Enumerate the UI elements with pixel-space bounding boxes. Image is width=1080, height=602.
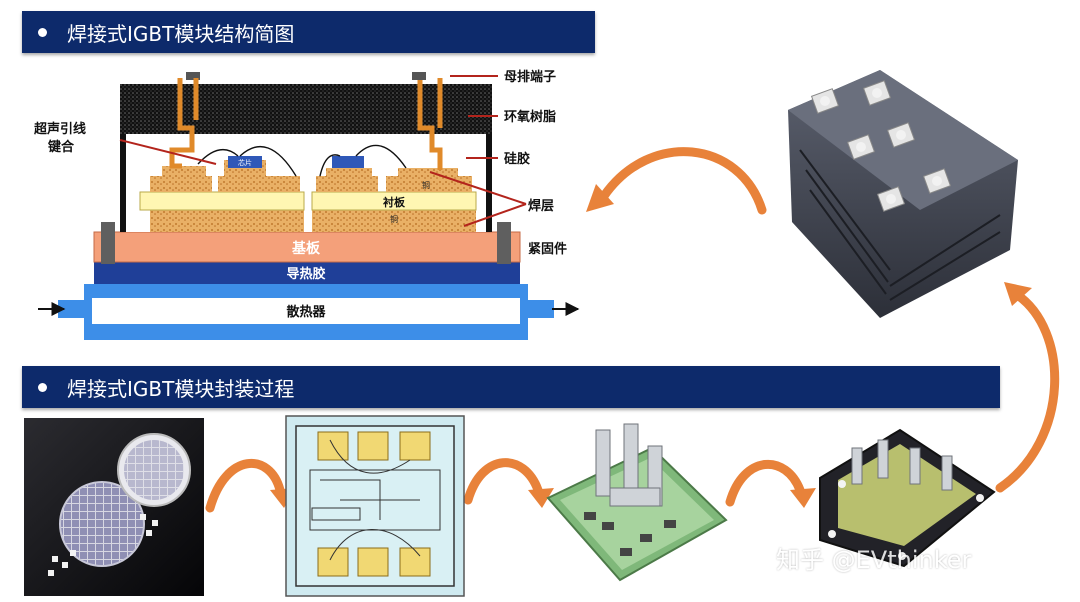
substrate-left: [139, 191, 305, 211]
epoxy-label: 环氧树脂: [504, 109, 556, 125]
housing-wall-left: [120, 84, 126, 232]
baseplate-label: 基板: [292, 240, 321, 257]
dbc-pads: [317, 431, 431, 577]
wafer-1: [59, 481, 145, 567]
terminal-right-cap: [412, 72, 426, 80]
arrow-housing-to-module: [995, 289, 1060, 493]
step-wafer-image: [24, 418, 204, 596]
step-soldered-substrate-image: [546, 423, 728, 582]
solder-layer-label: 焊层: [528, 198, 554, 214]
callout-solder-1: [429, 171, 527, 205]
bond-wire-3: [319, 154, 341, 177]
terminal-left: [169, 78, 195, 169]
process-banner: 焊接式IGBT模块封装过程: [22, 366, 1000, 408]
housing-terminals: [851, 439, 953, 491]
arrow-step-1: [205, 459, 285, 513]
epoxy-layer: [120, 84, 492, 134]
arrow-step-3: [725, 460, 805, 507]
chip-2: [332, 156, 364, 168]
bullet-icon: [38, 27, 47, 37]
solder-top-1: [150, 176, 212, 192]
chip-solder-3: [326, 168, 372, 176]
fastener-left: [101, 222, 115, 264]
watermark-text: 知乎 @EVthinker: [776, 546, 972, 574]
arrowhead-5: [790, 488, 816, 508]
solder-bottom-left: [150, 210, 304, 232]
solder-top-2: [218, 176, 300, 192]
solder-top-3: [316, 176, 378, 192]
arrowhead-1: [586, 184, 614, 212]
heatsink-channel: [92, 298, 520, 324]
chip-label: 芯片: [238, 158, 252, 167]
busbar-terminal-label: 母排端子: [504, 69, 556, 85]
finished-module-illustration: [788, 70, 1018, 318]
silicone-gel-label: 硅胶: [504, 151, 530, 167]
arrowhead-2: [1004, 282, 1032, 306]
arrow-step-2: [463, 458, 543, 505]
solder-bottom-right: [312, 210, 476, 232]
heatsink-label: 散热器: [286, 304, 326, 320]
fastener-label: 紧固件: [528, 241, 567, 257]
diced-chips: [48, 514, 158, 576]
structure-banner: 焊接式IGBT模块结构简图: [22, 11, 595, 53]
baseplate-layer: [93, 231, 521, 263]
arrow-module-to-diagram: [599, 147, 767, 215]
process-title: 焊接式IGBT模块封装过程: [67, 376, 295, 401]
bullet-icon: [38, 382, 47, 392]
step-dbc-layout-image: [285, 415, 465, 597]
fastener-right: [497, 222, 511, 264]
callout-bond: [119, 139, 217, 165]
chip-1: [228, 156, 262, 168]
chip-solder-1: [162, 166, 206, 176]
ultrasonic-bond-label-1: 超声引线: [34, 121, 86, 137]
chip-solder-4: [398, 168, 458, 176]
callout-solder-2: [463, 203, 527, 227]
terminal-right: [417, 78, 443, 170]
terminal-left-cap: [186, 72, 200, 80]
bond-wire-4: [355, 144, 407, 169]
thermal-paste-label: 导热胶: [286, 266, 325, 282]
copper-bottom-label: 铜: [390, 214, 398, 224]
substrate-terminals: [595, 423, 663, 507]
flow-arrows: [205, 147, 1060, 513]
igbt-structure-diagram: 散热器 导热胶 基板 衬板 铜 铜 芯片: [34, 69, 580, 340]
solder-top-4: [386, 176, 472, 192]
arrowhead-4: [528, 488, 554, 508]
dbc-traces: [309, 439, 441, 561]
step-housing-assembly-image: [819, 428, 996, 568]
structure-title: 焊接式IGBT模块结构简图: [67, 21, 295, 46]
thermal-paste-layer: [94, 262, 520, 284]
ultrasonic-bond-label-2: 键合: [47, 139, 75, 155]
substrate-label: 衬板: [383, 195, 406, 209]
copper-top-label: 铜: [422, 180, 430, 190]
bond-wire-2: [239, 146, 297, 177]
